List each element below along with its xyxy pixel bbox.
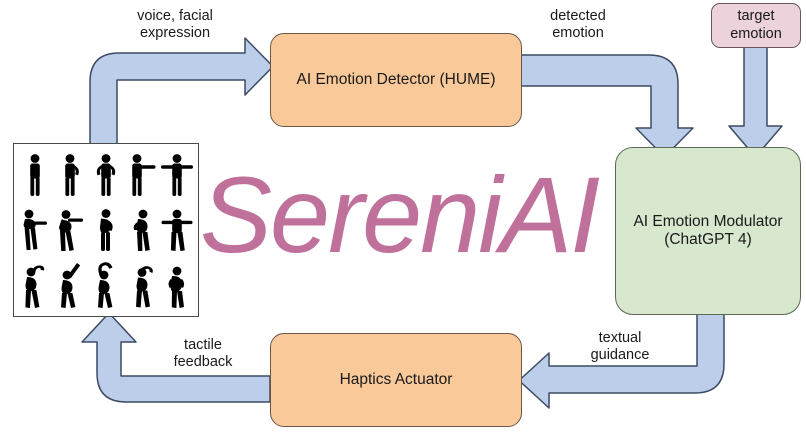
arrow-voice-facial [89,37,274,147]
pose-figure [159,148,195,203]
pose-figure [53,148,89,203]
arrow-textual-guidance [518,313,725,409]
node-modulator-label: AI Emotion Modulator (ChatGPT 4) [633,212,783,248]
edge-label-detected-emotion: detected emotion [550,8,606,42]
node-haptics-label: Haptics Actuator [339,370,453,388]
body-pose-panel [13,143,199,317]
edge-label-voice-facial-expression: voice, facial expression [137,8,213,42]
pose-figure [88,148,124,203]
node-target-emotion[interactable]: target emotion [711,3,801,48]
node-target-label: target emotion [730,8,782,42]
pose-figure [159,257,195,312]
pose-figure [159,203,195,258]
edge-label-textual-guidance: textual guidance [590,330,650,364]
pose-figure [88,257,124,312]
pose-figure [17,148,53,203]
pose-figure [124,148,160,203]
arrow-detected-emotion [520,54,694,158]
pose-figure [124,257,160,312]
pose-figure [17,257,53,312]
pose-figure [17,203,53,258]
pose-figure [53,203,89,258]
edge-label-tactile-feedback: tactile feedback [173,337,233,371]
pose-figure [124,203,160,258]
node-ai-emotion-detector[interactable]: AI Emotion Detector (HUME) [270,33,522,127]
arrow-tactile-feedback [81,312,271,403]
node-detector-label: AI Emotion Detector (HUME) [296,70,496,88]
arrow-target-emotion [728,46,783,158]
node-ai-emotion-modulator[interactable]: AI Emotion Modulator (ChatGPT 4) [615,147,801,315]
pose-figure [53,257,89,312]
pose-figure [88,203,124,258]
serenai-wordmark: SereniAI [200,154,600,275]
node-haptics-actuator[interactable]: Haptics Actuator [270,333,522,427]
